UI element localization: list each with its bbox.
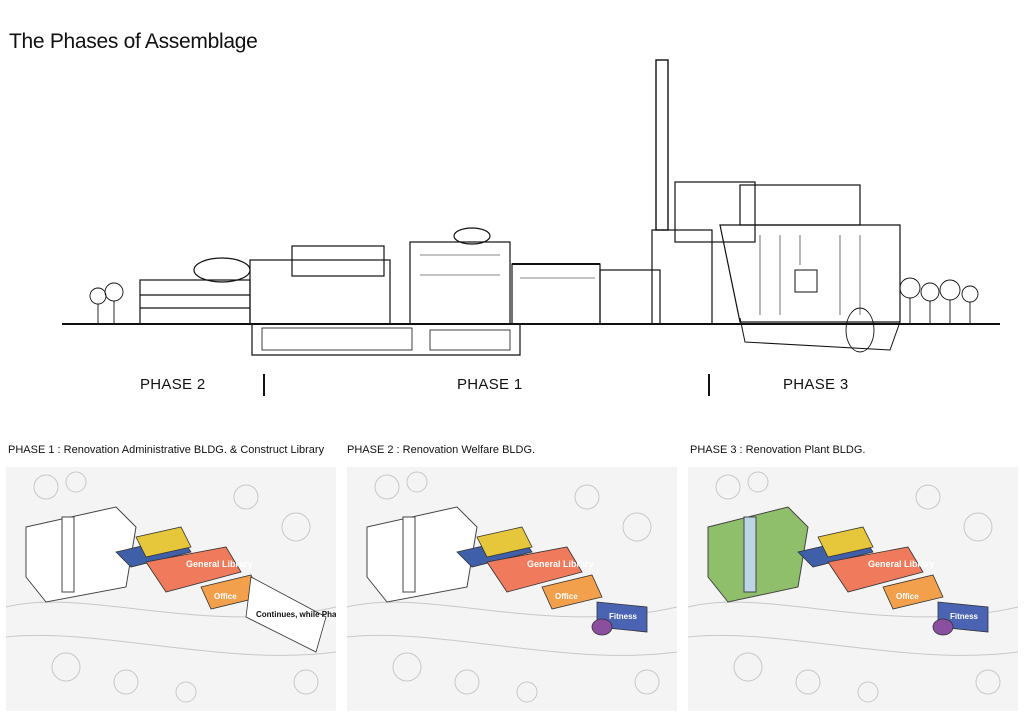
section-label-phase1: PHASE 1 <box>457 376 523 393</box>
label-library: General Library <box>868 559 935 569</box>
section-drawing <box>62 59 1000 356</box>
label-fitness: Fitness <box>609 612 638 621</box>
axon-panel-phase3: General Library Office Fitness <box>688 467 1018 711</box>
label-continues-note: Continues, while Phase 1 <box>256 610 336 619</box>
panel-title-phase3: PHASE 3 : Renovation Plant BLDG. <box>690 444 866 456</box>
label-fitness: Fitness <box>950 612 979 621</box>
panel-title-phase1: PHASE 1 : Renovation Administrative BLDG… <box>8 444 325 456</box>
section-label-phase2: PHASE 2 <box>140 376 206 393</box>
axon-panel-phase1: General Library Office Continues, while … <box>6 467 336 711</box>
section-label-phase3: PHASE 3 <box>783 376 849 393</box>
label-library: General Library <box>527 559 594 569</box>
label-office: Office <box>555 592 578 601</box>
axon-map-phase3: General Library Office Fitness <box>688 467 1018 711</box>
axon-map-phase1: General Library Office Continues, while … <box>6 467 336 711</box>
label-library: General Library <box>186 559 253 569</box>
phase-divider <box>263 374 265 396</box>
phase-divider <box>708 374 710 396</box>
label-office: Office <box>896 592 919 601</box>
axon-map-phase2: General Library Office Fitness <box>347 467 677 711</box>
page-title: The Phases of Assemblage <box>9 30 258 53</box>
axon-panel-phase2: General Library Office Fitness <box>347 467 677 711</box>
panel-title-phase2: PHASE 2 : Renovation Welfare BLDG. <box>347 444 536 456</box>
label-office: Office <box>214 592 237 601</box>
